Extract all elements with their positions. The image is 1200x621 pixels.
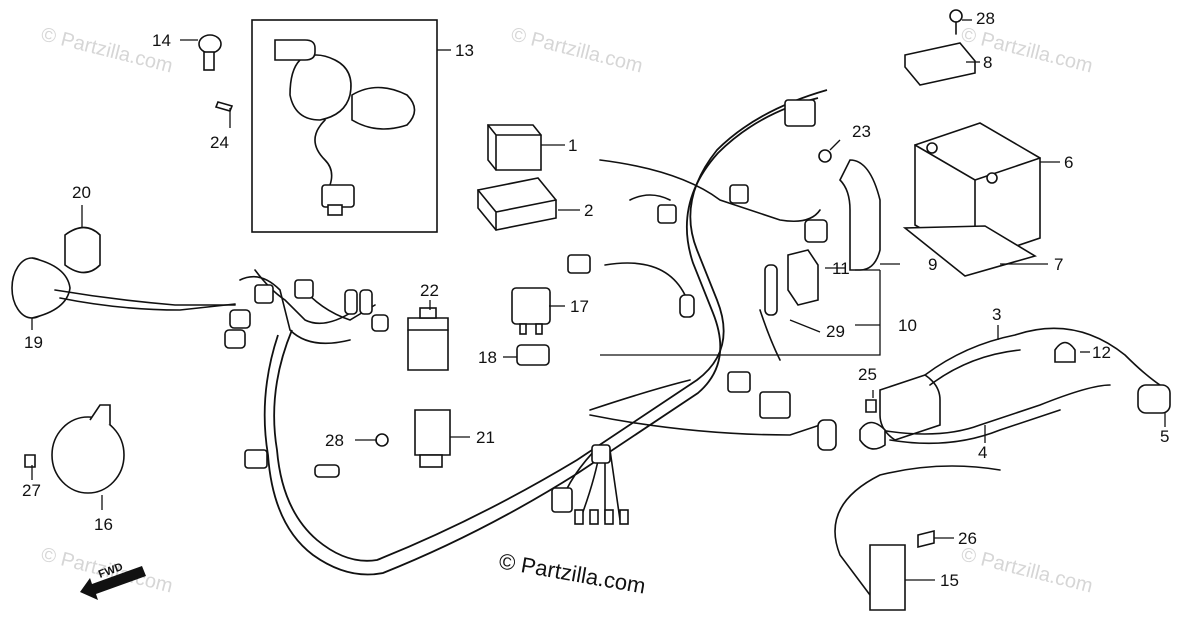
callout-13: 13 bbox=[455, 41, 474, 60]
watermark: © Partzilla.com bbox=[509, 24, 645, 78]
horn bbox=[11, 226, 236, 319]
screw bbox=[24, 454, 36, 468]
callout-28: 28 bbox=[325, 431, 344, 450]
callout-22: 22 bbox=[420, 281, 439, 300]
leader-lines bbox=[31, 19, 1166, 581]
spark-plug-cap bbox=[1137, 384, 1171, 414]
screw bbox=[865, 399, 877, 413]
callout-26: 26 bbox=[958, 529, 977, 548]
callout-21: 21 bbox=[476, 428, 495, 447]
screw bbox=[375, 433, 389, 447]
callout-5: 5 bbox=[1160, 427, 1169, 446]
main-wiring-harness bbox=[239, 89, 828, 576]
relay-component bbox=[414, 409, 451, 468]
callout-19: 19 bbox=[24, 333, 43, 352]
sensor-unit bbox=[834, 465, 1001, 611]
callout-23: 23 bbox=[852, 122, 871, 141]
callout-20: 20 bbox=[72, 183, 91, 202]
battery bbox=[914, 122, 1041, 261]
callout-17: 17 bbox=[570, 297, 589, 316]
callout-29: 29 bbox=[826, 322, 845, 341]
callout-7: 7 bbox=[1054, 255, 1063, 274]
rectifier bbox=[904, 42, 976, 86]
callout-25: 25 bbox=[858, 365, 877, 384]
callout-28-top: 28 bbox=[976, 9, 995, 28]
callout-10: 10 bbox=[898, 316, 917, 335]
bolt bbox=[818, 149, 832, 163]
callout-6: 6 bbox=[1064, 153, 1073, 172]
callout-11: 11 bbox=[832, 259, 850, 278]
callout-1: 1 bbox=[568, 136, 577, 155]
callout-8: 8 bbox=[983, 53, 992, 72]
battery-bracket bbox=[839, 159, 881, 271]
harness-connectors bbox=[224, 99, 837, 525]
horn bbox=[51, 404, 125, 494]
relay-component bbox=[511, 287, 551, 335]
callout-27: 27 bbox=[22, 481, 41, 500]
part-number-callouts: 1 2 3 4 5 6 7 8 9 10 11 12 13 14 15 16 1… bbox=[22, 9, 1169, 590]
clamp bbox=[1054, 341, 1076, 363]
ignition-coil bbox=[859, 327, 1161, 450]
rubber-mount bbox=[516, 344, 550, 366]
relay-component bbox=[407, 307, 449, 371]
callout-bracket bbox=[600, 270, 881, 356]
callout-14: 14 bbox=[152, 31, 171, 50]
callout-24: 24 bbox=[210, 133, 229, 152]
callout-18: 18 bbox=[478, 348, 497, 367]
ignition-group-box bbox=[251, 19, 438, 233]
callout-4: 4 bbox=[978, 443, 987, 462]
callout-2: 2 bbox=[584, 201, 593, 220]
callout-15: 15 bbox=[940, 571, 959, 590]
watermark: © Partzilla.com bbox=[959, 544, 1095, 598]
key bbox=[198, 34, 222, 71]
callout-16: 16 bbox=[94, 515, 113, 534]
watermark: © Partzilla.com bbox=[959, 24, 1095, 78]
bolt bbox=[949, 9, 963, 35]
callout-3: 3 bbox=[992, 305, 1001, 324]
regulator-box bbox=[477, 177, 557, 231]
callout-12: 12 bbox=[1092, 343, 1111, 362]
ignition-switch bbox=[274, 39, 416, 216]
callout-bracket bbox=[855, 269, 880, 326]
relay-component bbox=[487, 124, 542, 171]
callout-9: 9 bbox=[928, 255, 937, 274]
copyright-text: © Partzilla.com bbox=[497, 548, 647, 598]
fuse-block bbox=[764, 249, 819, 316]
